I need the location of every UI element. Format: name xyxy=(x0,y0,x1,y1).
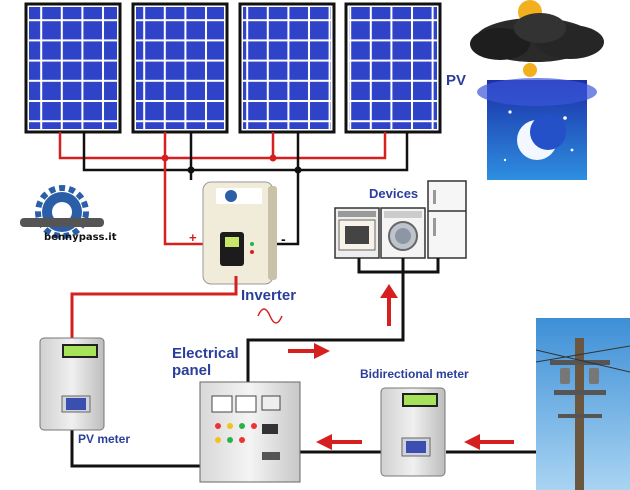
oven-icon xyxy=(334,207,380,259)
flow-arrow-right xyxy=(288,343,330,359)
washing-machine-icon xyxy=(380,207,426,259)
solar-panel-4 xyxy=(344,2,442,134)
negative-terminal-label: - xyxy=(281,231,286,247)
bidirectional-meter-label: Bidirectional meter xyxy=(360,367,469,381)
inverter-label: Inverter xyxy=(241,287,297,304)
solar-panel-2 xyxy=(131,2,229,134)
electrical-panel-label-line2: panel xyxy=(172,362,212,379)
fridge-icon xyxy=(427,180,467,259)
wire-junctions xyxy=(161,154,302,174)
cloud-sun-icon xyxy=(470,0,604,77)
switchboard-icon xyxy=(199,381,301,483)
inverter-icon xyxy=(202,181,277,285)
electrical-panel-label: Electrical panel xyxy=(172,345,239,379)
logo-text: bennypass.it xyxy=(44,232,117,243)
solar-panel-3 xyxy=(238,2,336,134)
positive-terminal-label: + xyxy=(189,230,197,245)
devices-label: Devices xyxy=(369,186,419,201)
pv-meter-icon xyxy=(39,337,105,431)
night-moon-icon xyxy=(477,78,597,180)
flow-arrow-up xyxy=(380,284,398,326)
ac-sine-icon xyxy=(257,308,283,324)
bidirectional-meter-icon xyxy=(380,387,446,477)
flow-arrow-left-1 xyxy=(316,434,362,450)
ac-wiring xyxy=(70,258,540,468)
pv-label: PV xyxy=(446,72,467,89)
pv-meter-label: PV meter xyxy=(78,432,131,446)
utility-pole-icon xyxy=(535,318,630,490)
electrical-panel-label-line1: Electrical xyxy=(172,345,239,362)
panel-wiring xyxy=(58,132,409,246)
flow-arrow-left-2 xyxy=(464,434,514,450)
solar-panel-1 xyxy=(24,2,122,134)
gear-wrench-logo-icon xyxy=(20,185,104,239)
